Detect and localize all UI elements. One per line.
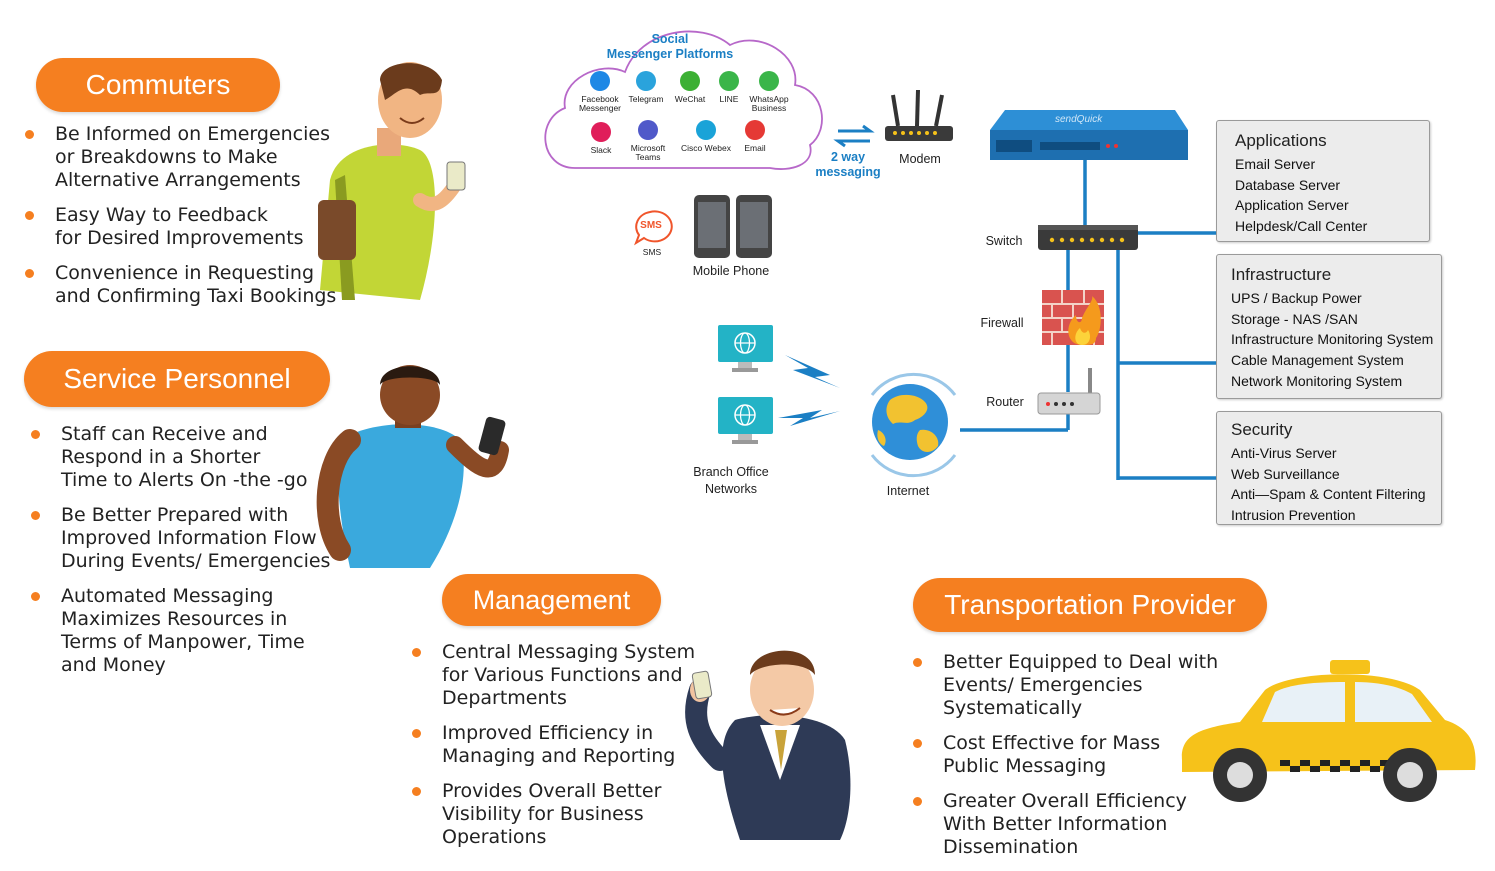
list-item: Application Server — [1235, 197, 1349, 214]
list-item: Infrastructure Monitoring System — [1231, 331, 1434, 348]
applications-panel: Applications Email Server Database Serve… — [1216, 120, 1430, 242]
firewall-icon — [1042, 290, 1104, 345]
sendquick-brand-label: sendQuick — [1055, 114, 1103, 125]
transportation-provider-list: Better Equipped to Deal with Events/ Eme… — [913, 651, 1233, 871]
switch-icon — [1038, 225, 1138, 250]
list-item: Storage - NAS /SAN — [1231, 310, 1358, 327]
list-item: Be Informed on Emergencies or Breakdowns… — [25, 123, 355, 192]
list-item: Web Surveillance — [1231, 465, 1340, 482]
cloud-title: Social Messenger Platforms — [600, 32, 740, 62]
management-heading: Management — [442, 574, 661, 626]
sms-label: SMS — [642, 247, 662, 257]
list-item: Provides Overall Better Visibility for B… — [412, 780, 702, 849]
line-icon — [719, 71, 739, 91]
list-item: UPS / Backup Power — [1231, 290, 1362, 306]
internet-label: Internet — [886, 484, 930, 498]
list-item: Greater Overall Efficiency With Better I… — [913, 790, 1233, 859]
list-item: Better Equipped to Deal with Events/ Eme… — [913, 651, 1233, 720]
service-personnel-heading: Service Personnel — [24, 351, 330, 407]
manager-illustration — [685, 650, 851, 840]
taxi-illustration — [1181, 660, 1476, 802]
list-item: Automated Messaging Maximizes Resources … — [31, 585, 341, 677]
sms-icon-text: SMS — [640, 220, 662, 231]
platform-label: Slack — [590, 145, 612, 155]
platform-label: Email — [744, 143, 766, 153]
slack-icon — [591, 122, 611, 142]
platform-label: WeChat — [674, 94, 706, 104]
platform-label: LINE — [719, 94, 739, 104]
list-item: Anti—Spam & Content Filtering — [1231, 486, 1426, 503]
security-panel: Security Anti-Virus Server Web Surveilla… — [1216, 411, 1442, 525]
router-label: Router — [986, 395, 1024, 409]
router-icon — [1037, 368, 1101, 415]
modem-label: Modem — [899, 152, 941, 166]
infrastructure-panel: Infrastructure UPS / Backup Power Storag… — [1216, 254, 1442, 399]
sendquick-appliance-icon — [990, 110, 1188, 160]
list-item: Email Server — [1235, 156, 1316, 172]
wireless-bolt-icon — [778, 355, 840, 426]
applications-title: Applications — [1235, 131, 1327, 150]
platform-label: Telegram — [628, 94, 664, 104]
list-item: Convenience in Requesting and Confirming… — [25, 262, 355, 308]
list-item: Cost Effective for Mass Public Messaging — [913, 732, 1233, 778]
commuters-list: Be Informed on Emergencies or Breakdowns… — [25, 123, 355, 320]
mobile-phone-label: Mobile Phone — [692, 264, 770, 278]
cisco-webex-icon — [696, 120, 716, 140]
list-item: Anti-Virus Server — [1231, 445, 1337, 461]
platform-label: WhatsApp Business — [749, 94, 789, 113]
modem-icon — [885, 89, 953, 141]
microsoft-teams-icon — [638, 120, 658, 140]
network-lines — [960, 160, 1218, 480]
list-item: Database Server — [1235, 176, 1341, 193]
service-personnel-list: Staff can Receive and Respond in a Short… — [31, 423, 341, 689]
mobile-phone-icon — [694, 195, 772, 258]
branch-office-label: Branch Office Networks — [693, 465, 769, 496]
list-item: Intrusion Prevention — [1231, 507, 1356, 524]
cloud-title-line2: Messenger Platforms — [606, 47, 734, 61]
cloud-title-line1: Social — [651, 32, 689, 46]
wechat-icon — [680, 71, 700, 91]
switch-label: Switch — [985, 234, 1023, 248]
list-item: Network Monitoring System — [1231, 372, 1403, 389]
list-item: Improved Efficiency in Managing and Repo… — [412, 722, 702, 768]
list-item: Easy Way to Feedback for Desired Improve… — [25, 204, 355, 250]
list-item: Staff can Receive and Respond in a Short… — [31, 423, 341, 492]
facebook-messenger-icon — [590, 71, 610, 91]
commuters-heading: Commuters — [36, 58, 280, 112]
two-way-messaging-label: 2 way messaging — [815, 150, 881, 179]
management-list: Central Messaging System for Various Fun… — [412, 641, 702, 861]
transportation-provider-heading: Transportation Provider — [913, 578, 1267, 632]
list-item: Helpdesk/Call Center — [1235, 218, 1368, 235]
branch-monitor-icon — [718, 325, 773, 372]
list-item: Cable Management System — [1231, 352, 1404, 369]
service-personnel-illustration — [316, 365, 509, 568]
platform-label: Facebook Messenger — [578, 94, 622, 113]
internet-globe-icon — [870, 372, 957, 478]
two-way-arrow-icon — [833, 124, 875, 148]
infrastructure-title: Infrastructure — [1231, 265, 1332, 284]
platform-label: Microsoft Teams — [630, 143, 666, 162]
whatsapp-icon — [759, 71, 779, 91]
branch-monitor-icon — [718, 397, 773, 444]
commuter-illustration — [318, 62, 466, 300]
security-title: Security — [1231, 420, 1293, 439]
email-icon — [745, 120, 765, 140]
firewall-label: Firewall — [980, 316, 1024, 330]
platform-label: Cisco Webex — [681, 143, 731, 153]
list-item: Be Better Prepared with Improved Informa… — [31, 504, 341, 573]
list-item: Central Messaging System for Various Fun… — [412, 641, 702, 710]
telegram-icon — [636, 71, 656, 91]
sms-bubble-icon — [634, 210, 673, 246]
